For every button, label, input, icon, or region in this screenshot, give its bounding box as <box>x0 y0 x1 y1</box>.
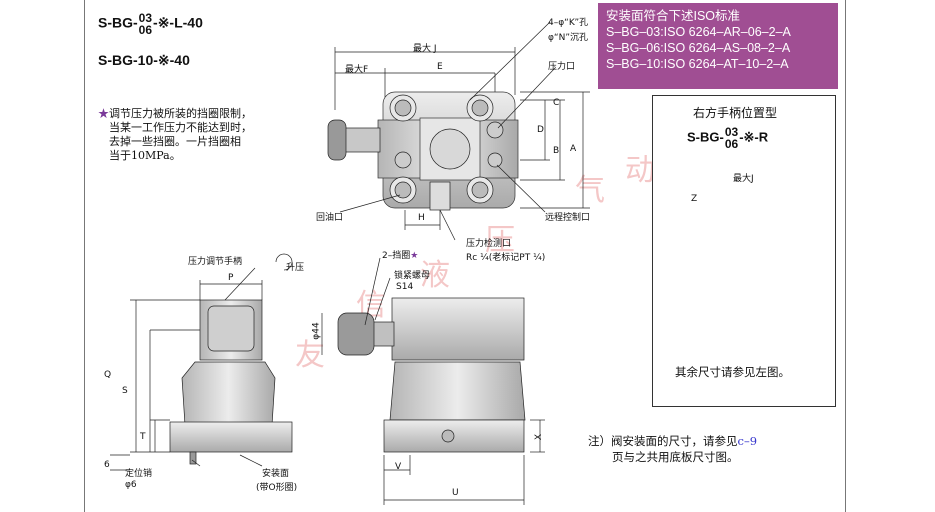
right-dim-j: 最大J <box>733 174 754 184</box>
dim-v: V <box>395 462 402 472</box>
page-link[interactable]: c–9 <box>737 434 758 448</box>
dia44-label: φ44 <box>311 322 322 340</box>
pin-dia-label: φ6 <box>125 480 137 490</box>
dim-d: D <box>537 125 544 135</box>
dim-e: E <box>437 62 443 72</box>
dim-max-f: 最大F <box>345 65 369 75</box>
top-view <box>327 21 590 241</box>
note-star: ★ <box>98 107 109 120</box>
iso-line: S–BG–03:ISO 6264–AR–06–2–A <box>606 25 791 39</box>
pin-label: 定位销 <box>125 469 153 479</box>
right-panel-title: 右方手柄位置型 <box>693 106 778 120</box>
remote-port-label: 远程控制口 <box>545 213 591 223</box>
dim-p: P <box>228 273 234 283</box>
dim-q: Q <box>104 370 112 380</box>
iso-title: 安装面符合下述ISO标准 <box>606 9 741 23</box>
mount-face-label: 安装面 <box>262 469 290 479</box>
dim-x: X <box>534 433 545 441</box>
iso-line: S–BG–06:ISO 6264–AS–08–2–A <box>606 41 791 55</box>
s14-label: S14 <box>396 282 414 292</box>
iso-standard-box: 安装面符合下述ISO标准 S–BG–03:ISO 6264–AR–06–2–A … <box>598 3 838 89</box>
right-panel-footer: 其余尺寸请参见左图。 <box>675 365 790 379</box>
watermark-char: 液 <box>420 258 450 293</box>
front-view <box>321 257 545 505</box>
watermark-char: 压 <box>485 223 515 258</box>
dim-c: C <box>553 98 560 108</box>
raise-label: 升压 <box>286 263 305 273</box>
watermark-char: 动 <box>625 153 655 188</box>
counterbore-label: φ“N”沉孔 <box>548 33 588 43</box>
model-size-bottom: 06 <box>138 23 153 37</box>
dim-b: B <box>553 146 560 156</box>
dim-h: H <box>418 213 425 223</box>
holes-label: 4–φ“K”孔 <box>548 18 589 28</box>
rings-label: 2–挡圈★ <box>382 251 419 261</box>
dim-u: U <box>452 488 459 498</box>
dim-s: S <box>122 386 128 396</box>
dim-a: A <box>570 144 577 154</box>
gauge-thread-label: Rc ¼(老标记PT ¼) <box>466 253 546 263</box>
ring-star: ★ <box>410 251 419 261</box>
watermark-char: 气 <box>575 173 605 208</box>
dim-t: T <box>140 432 146 442</box>
pressure-port-label: 压力口 <box>548 62 576 72</box>
footnote: 注）阀安装面的尺寸，请参见c–9 页与之共用底板尺寸图。 <box>588 434 758 464</box>
dim-max-j: 最大 J <box>413 44 437 54</box>
adjustment-note: ★调节压力被所装的挡圈限制， 当某一工作压力不能达到时， 去掉一些挡圈。一片挡圈… <box>98 107 252 162</box>
mount-face-note: (带O形圈) <box>256 483 298 493</box>
lock-nut-label: 锁紧螺母 <box>394 271 431 281</box>
iso-line: S–BG–10:ISO 6264–AT–10–2–A <box>606 57 789 71</box>
right-dim-z: Z <box>691 194 698 204</box>
dim-six: 6 <box>104 460 110 470</box>
handle-label: 压力调节手柄 <box>188 257 243 267</box>
side-view <box>110 253 293 471</box>
page-frame <box>84 0 846 512</box>
return-port-label: 回油口 <box>316 213 344 223</box>
model-size-top: 03 <box>138 11 153 25</box>
gauge-port-label: 压力检测口 <box>466 239 512 249</box>
watermark-char: 友 <box>295 338 325 373</box>
model-number-left-10: S-BG-10-※-40 <box>98 52 190 68</box>
